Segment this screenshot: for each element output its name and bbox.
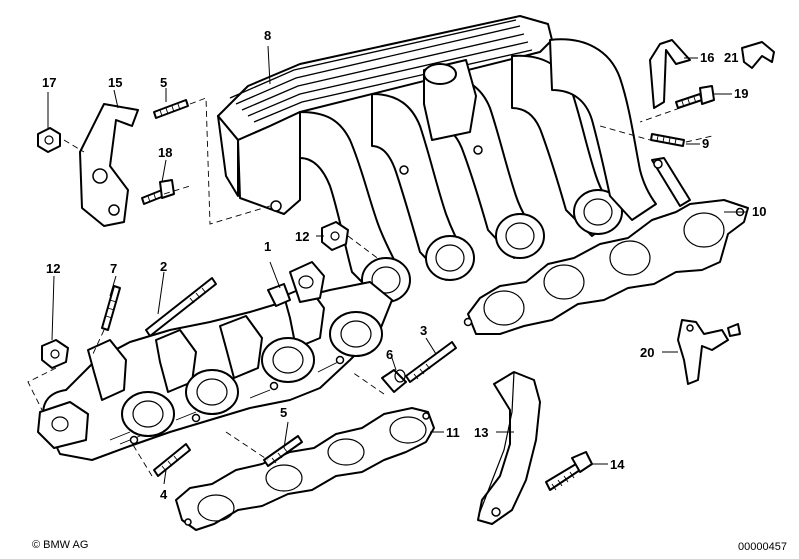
clip-part-21 [741, 41, 775, 69]
callout-20: 20 [640, 345, 655, 360]
callout-5-upper: 5 [160, 75, 168, 90]
assembly-lines [27, 97, 713, 477]
callout-13: 13 [474, 425, 489, 440]
stud-part-5-lower [263, 435, 303, 467]
stud-part-9 [650, 133, 685, 147]
callout-11: 11 [446, 425, 460, 440]
exhaust-manifold-part-1 [37, 261, 393, 461]
callout-14: 14 [610, 457, 625, 472]
bracket-part-20 [677, 319, 741, 385]
callout-19: 19 [734, 86, 749, 101]
nut-part-12-upper [321, 221, 349, 251]
bolt-part-18 [141, 179, 175, 205]
stud-part-7 [101, 285, 121, 331]
callout-16: 16 [700, 50, 715, 65]
leader-lines [47, 45, 746, 485]
sleeve-part-6 [381, 369, 407, 393]
bracket-part-13 [477, 371, 541, 525]
intake-gasket-part-10 [463, 157, 749, 335]
callout-2: 2 [160, 259, 168, 274]
stud-part-3 [405, 341, 457, 383]
stud-part-2 [145, 277, 217, 337]
callout-6: 6 [386, 347, 394, 362]
callout-5-lower: 5 [280, 405, 288, 420]
intake-manifold-part-8 [217, 15, 657, 303]
callout-12-lower: 12 [46, 261, 61, 276]
drawing-number: 00000457 [738, 541, 787, 553]
callout-18: 18 [158, 145, 173, 160]
bolt-part-14 [545, 451, 593, 491]
nut-part-12-lower [41, 339, 69, 369]
callout-10: 10 [752, 204, 767, 219]
callout-15: 15 [108, 75, 123, 90]
callout-17: 17 [42, 75, 57, 90]
callout-12-upper: 12 [295, 229, 310, 244]
callout-3: 3 [420, 323, 428, 338]
stud-part-5-upper [153, 99, 189, 119]
callout-8: 8 [264, 28, 272, 43]
nut-part-17 [37, 127, 61, 153]
bolt-part-19 [675, 85, 715, 109]
callout-1: 1 [264, 239, 272, 254]
stud-part-4 [153, 443, 191, 477]
copyright-notice: © BMW AG [32, 539, 89, 551]
callout-9: 9 [702, 136, 710, 151]
bracket-part-16 [649, 39, 691, 109]
callout-7: 7 [110, 261, 118, 276]
callout-4: 4 [160, 487, 168, 502]
callout-21: 21 [724, 50, 739, 65]
exhaust-gasket-part-11 [175, 407, 435, 531]
bracket-part-15 [79, 103, 139, 227]
